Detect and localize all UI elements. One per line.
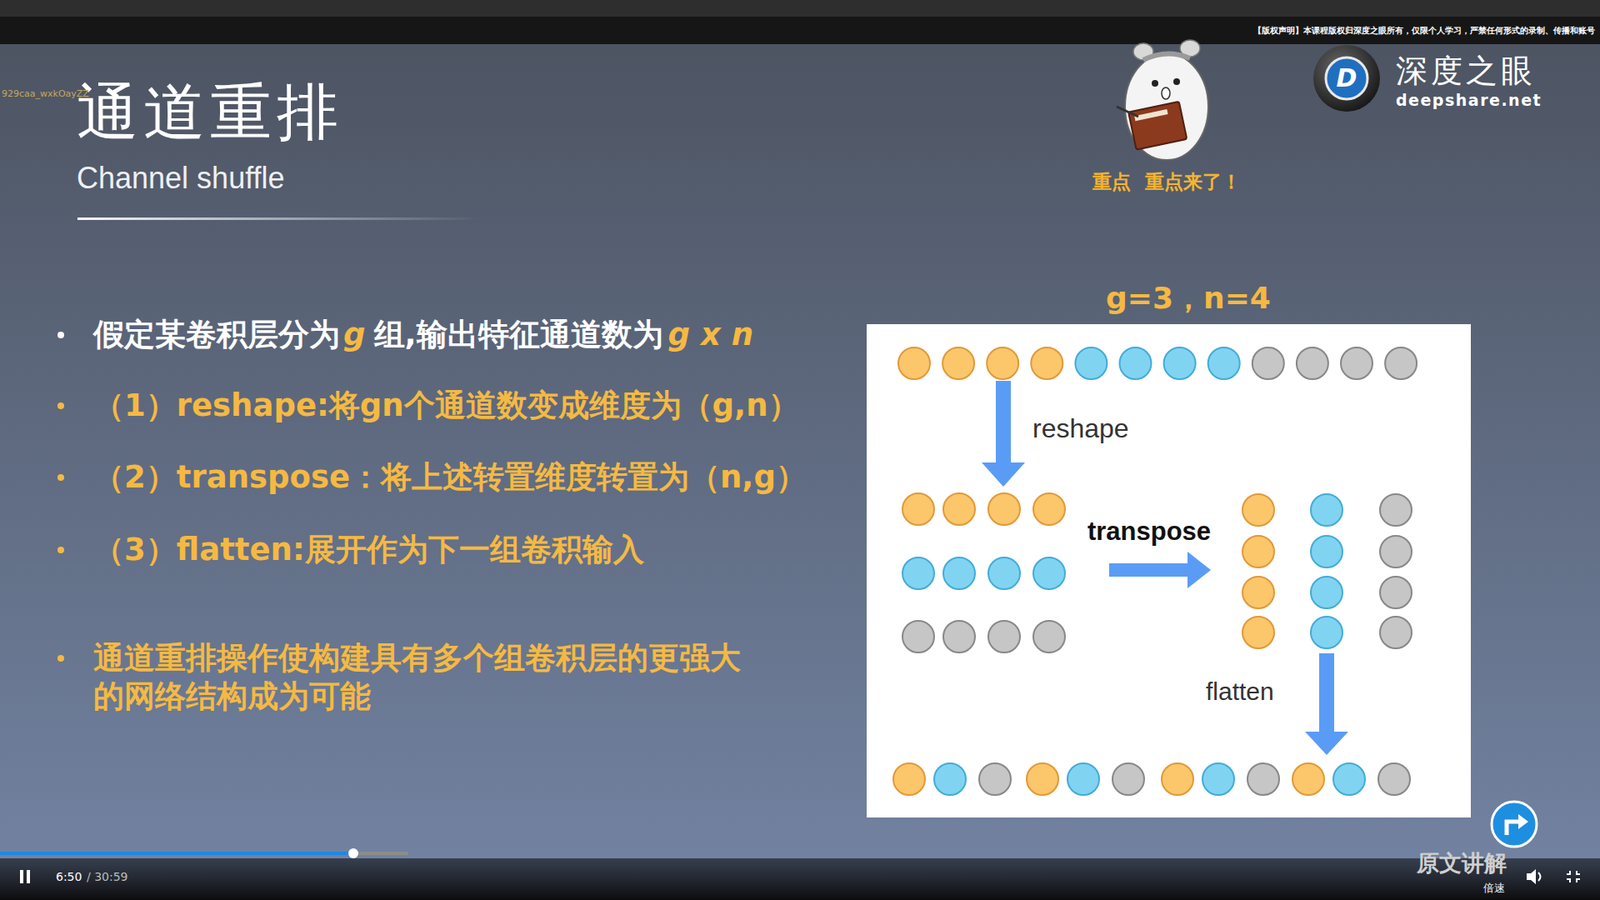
progress-knob <box>348 848 359 859</box>
channel-circle <box>979 763 1011 795</box>
arrow-label: reshape <box>1032 413 1130 445</box>
math-symbol: g <box>343 317 366 354</box>
channel-circle <box>1340 347 1373 380</box>
channel-circle <box>1033 557 1065 590</box>
step-text: （3）flatten:展开作为下一组卷积输入 <box>93 532 645 569</box>
channel-circle <box>1378 763 1410 795</box>
reshape-arrow <box>981 380 1025 487</box>
channel-circle <box>943 557 975 590</box>
figure-panel <box>866 324 1471 818</box>
channel-circle <box>1026 763 1059 795</box>
channel-circle <box>1380 616 1412 649</box>
watermark: 929caa_wxkOayZZ <box>1 89 90 100</box>
math-symbol: g x n <box>668 317 754 354</box>
current-time: 6:50 <box>55 870 82 884</box>
channel-circle <box>1202 763 1235 795</box>
channel-circle <box>902 493 935 525</box>
bullet-text: 假定某卷积层分为 <box>93 317 340 354</box>
channel-circle <box>1242 535 1275 568</box>
channel-circle <box>1310 535 1343 568</box>
channel-circle <box>1033 493 1065 525</box>
player-bar <box>0 858 1600 900</box>
channel-circle <box>943 493 975 525</box>
channel-circle <box>1161 763 1194 795</box>
progress-fill <box>0 851 354 855</box>
mascot-caption: 重点 重点来了！ <box>1092 170 1240 193</box>
channel-circle <box>988 493 1020 525</box>
notice-bar <box>0 16 1600 45</box>
channel-circle <box>1247 763 1280 795</box>
arrow-label: transpose <box>1087 516 1211 547</box>
channel-circle <box>1242 576 1275 609</box>
channel-circle <box>943 620 975 653</box>
channel-circle <box>1385 347 1417 380</box>
speed-button: 倍速 <box>1483 882 1505 895</box>
channel-circle <box>1208 347 1240 380</box>
brand-name: 深度之眼 <box>1395 53 1536 90</box>
channel-circle <box>1112 763 1145 795</box>
channel-circle <box>1067 763 1100 795</box>
channel-circle <box>1033 620 1065 653</box>
channel-circle <box>988 620 1020 653</box>
channel-circle <box>902 557 935 590</box>
copyright-notice: 【版权声明】本课程版权归深度之眼所有，仅限个人学习，严禁任何形式的录制、传播和账… <box>1253 25 1595 36</box>
channel-circle <box>1310 616 1343 649</box>
total-time: / 30:59 <box>86 870 129 884</box>
title-underline <box>77 217 480 220</box>
channel-circle <box>1242 494 1275 526</box>
progress-track <box>0 851 409 855</box>
conclusion-text: 通道重排操作使构建具有多个组卷积层的更强大的网络结构成为可能 <box>93 639 760 716</box>
channel-circle <box>1296 347 1329 380</box>
step-text: （1）reshape:将gn个通道数变成维度为（g,n） <box>93 388 800 425</box>
slide-background <box>0 44 1600 900</box>
channel-circle <box>1310 494 1343 526</box>
share-button <box>1491 801 1537 847</box>
deepshare-logo <box>1313 45 1380 112</box>
channel-circle <box>1075 347 1107 380</box>
channel-circles <box>893 347 1417 795</box>
flatten-arrow <box>1305 653 1349 755</box>
arrow-label: flatten <box>1205 677 1275 707</box>
slide-title: 通道重排 <box>76 76 344 148</box>
slide-subtitle: Channel shuffle <box>76 160 285 195</box>
channel-circle <box>934 763 966 795</box>
channel-circle <box>893 763 925 795</box>
channel-circle <box>898 347 930 380</box>
channel-circle <box>1292 763 1325 795</box>
channel-circle <box>1120 347 1152 380</box>
bullet-dots <box>57 331 65 662</box>
channel-circle <box>986 347 1019 380</box>
channel-circle <box>942 347 975 380</box>
logo-letter: D <box>1336 64 1358 94</box>
channel-circle <box>1030 347 1063 380</box>
pause-icon <box>20 870 30 884</box>
transpose-arrow <box>1109 551 1211 589</box>
step-text: （2）transpose：将上述转置维度转置为（n,g） <box>93 460 807 496</box>
channel-circle <box>988 557 1020 590</box>
bullet-text: 组,输出特征通道数为 <box>374 317 664 354</box>
channel-circle <box>1252 347 1285 380</box>
channel-circle <box>1380 576 1412 609</box>
channel-circle <box>1310 576 1343 609</box>
volume-icon <box>1526 869 1541 885</box>
parameter-label: g=3，n=4 <box>1105 280 1271 315</box>
fullscreen-icon <box>1566 870 1580 883</box>
channel-circle <box>1242 616 1275 649</box>
brand-url: deepshare.net <box>1395 91 1542 110</box>
channel-circle <box>1380 535 1412 568</box>
channel-circle <box>1333 763 1365 795</box>
channel-circle <box>902 620 935 653</box>
window-bar <box>0 0 1600 17</box>
channel-circle <box>1164 347 1196 380</box>
source-watermark: 原文讲解 <box>1416 850 1507 876</box>
hamster-mascot <box>1116 40 1209 160</box>
channel-circle <box>1380 494 1412 526</box>
